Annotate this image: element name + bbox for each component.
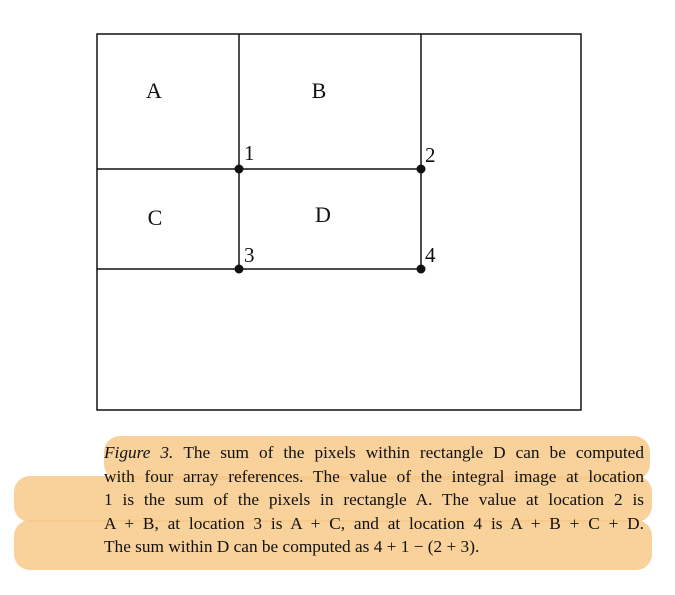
caption-line-4: A + B, at location 3 is A + C, and at lo… bbox=[104, 513, 644, 533]
caption-line-1-text: The sum of the pixels within rectangle D… bbox=[183, 443, 644, 462]
point-4-label: 4 bbox=[425, 243, 436, 267]
caption-line-5: The sum within D can be computed as 4 + … bbox=[104, 537, 480, 556]
region-c-label: C bbox=[148, 205, 163, 230]
caption-highlight-1 bbox=[104, 436, 650, 480]
image-frame bbox=[96, 33, 582, 411]
point-2-dot bbox=[416, 164, 426, 174]
caption-line-3: 1 is the sum of the pixels in rectangle … bbox=[104, 490, 644, 509]
point-4-dot bbox=[416, 264, 426, 274]
figure-label: Figure 3. bbox=[104, 443, 174, 462]
caption-line-2: with four array references. The value of… bbox=[104, 466, 644, 486]
region-d-label: D bbox=[315, 202, 331, 227]
caption-highlight-3 bbox=[14, 520, 652, 570]
caption-line-1: Figure 3. The sum of the pixels within re… bbox=[104, 441, 644, 465]
point-1-label: 1 bbox=[244, 141, 255, 165]
point-1-dot bbox=[234, 164, 244, 174]
region-a-label: A bbox=[146, 78, 162, 103]
integral-image-figure: A B C D 1 2 3 4 bbox=[96, 33, 582, 411]
point-3-label: 3 bbox=[244, 243, 255, 267]
point-2-label: 2 bbox=[425, 143, 436, 167]
point-3-dot bbox=[234, 264, 244, 274]
region-b-label: B bbox=[312, 78, 327, 103]
figure-caption: Figure 3. The sum of the pixels within re… bbox=[104, 441, 644, 559]
caption-highlight-2 bbox=[14, 476, 652, 522]
